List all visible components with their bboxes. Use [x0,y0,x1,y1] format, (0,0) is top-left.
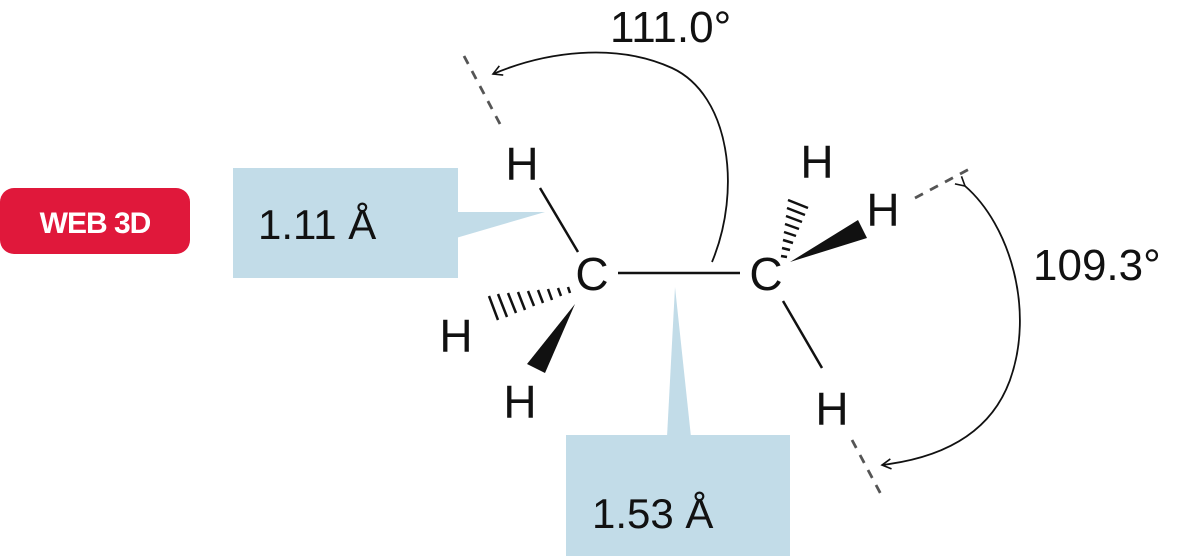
cc-callout-box [566,435,790,556]
web3d-badge[interactable]: WEB 3D [0,188,190,254]
bonds [487,187,867,373]
ch-bond-length-callout: 1.11 Å [233,168,545,278]
hydrogen-left-wedge: H [503,376,536,428]
atom-labels: C C H H H H H H [439,136,899,435]
guide-line-top-left [462,55,502,125]
ch-bond-length-label: 1.11 Å [258,201,376,248]
cc-bond-length-label: 1.53 Å [592,490,713,537]
web3d-badge-background [0,188,190,254]
hydrogen-right-hashed: H [800,136,833,188]
ch-hashed-bond-left [487,286,572,321]
guide-line-right [914,164,976,200]
hydrogen-left-hashed: H [439,310,472,362]
carbon-right: C [749,248,782,300]
hch-angle-arc [880,176,1021,470]
ch-bond-right-bottom [781,300,824,369]
hydrogen-right-bottom: H [815,383,848,435]
carbon-left: C [575,248,608,300]
cc-callout-pointer [667,287,691,437]
hch-angle-label: 109.3° [1033,241,1161,290]
ch-callout-box [233,168,458,278]
hydrogen-right-wedge: H [866,184,899,236]
hcc-angle-arc [491,51,729,263]
cc-bond-length-callout: 1.53 Å [566,287,790,556]
ch-callout-pointer [456,212,545,238]
ch-hashed-bond-right [780,198,809,259]
hcc-angle-label: 111.0° [610,3,731,52]
angle-guide-lines [462,55,976,501]
guide-line-bottom-right [850,439,886,501]
ch-bond-left-top [538,187,580,253]
hydrogen-left-top: H [505,138,538,190]
web3d-badge-label: WEB 3D [40,207,151,240]
ch-wedge-bond-left [527,304,575,373]
ch-wedge-bond-right [790,220,867,262]
angle-arcs [491,51,1021,470]
